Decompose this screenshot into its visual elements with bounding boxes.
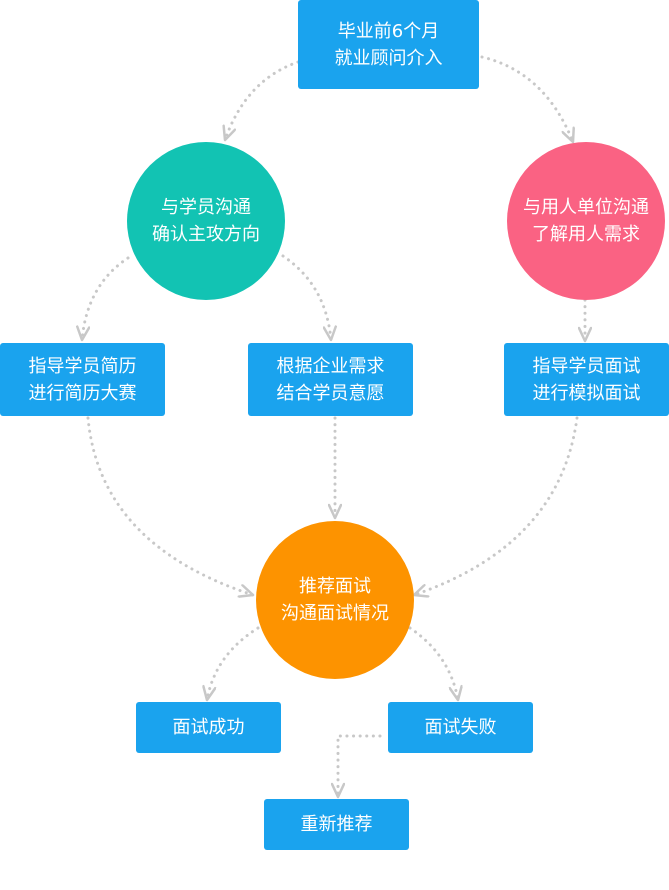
node-student-communication-line1: 与学员沟通 (161, 197, 251, 218)
connector-recommend-to-failure (408, 626, 458, 702)
node-student-communication-line2: 确认主攻方向 (152, 224, 260, 245)
node-re-recommend: 重新推荐 (264, 799, 409, 850)
node-recommend-interview-line1: 推荐面试 (299, 576, 371, 597)
node-interview-failure: 面试失败 (388, 702, 533, 753)
node-recommend-interview-line2: 沟通面试情况 (281, 603, 389, 624)
node-demand-matching-line1: 根据企业需求 (276, 355, 385, 377)
node-resume-guidance-line1: 指导学员简历 (28, 355, 137, 377)
connector-interview-to-recommend (412, 416, 579, 595)
node-demand-matching: 根据企业需求 结合学员意愿 (248, 343, 413, 416)
node-employer-communication-line1: 与用人单位沟通 (523, 197, 649, 218)
node-interview-guidance: 指导学员面试 进行模拟面试 (504, 343, 669, 416)
connector-student-to-resume (82, 256, 130, 342)
node-interview-guidance-line1: 指导学员面试 (532, 355, 641, 377)
node-demand-matching-line2: 结合学员意愿 (276, 382, 385, 404)
node-re-recommend-label: 重新推荐 (300, 814, 373, 835)
connector-start-to-student (225, 60, 300, 142)
node-recommend-interview: 推荐面试 沟通面试情况 (256, 521, 414, 679)
node-employer-communication-line2: 了解用人需求 (532, 224, 640, 245)
node-resume-guidance: 指导学员简历 进行简历大赛 (0, 343, 165, 416)
node-interview-success-label: 面试成功 (172, 717, 245, 738)
connector-recommend-to-success (207, 626, 260, 702)
node-employer-communication: 与用人单位沟通 了解用人需求 (507, 142, 665, 300)
node-start-line1: 毕业前6个月 (337, 20, 440, 42)
connector-failure-to-rerecommend (338, 734, 382, 799)
node-interview-failure-label: 面试失败 (424, 717, 497, 738)
node-start-line2: 就业顾问介入 (334, 47, 443, 69)
node-student-communication: 与学员沟通 确认主攻方向 (127, 142, 285, 300)
node-interview-success: 面试成功 (136, 702, 281, 753)
connector-start-to-employer (480, 55, 573, 144)
connector-student-to-match (281, 254, 331, 342)
node-start: 毕业前6个月 就业顾问介入 (298, 0, 479, 89)
connector-resume-to-recommend (86, 416, 255, 595)
node-resume-guidance-line2: 进行简历大赛 (28, 382, 137, 404)
node-interview-guidance-line2: 进行模拟面试 (532, 382, 641, 404)
